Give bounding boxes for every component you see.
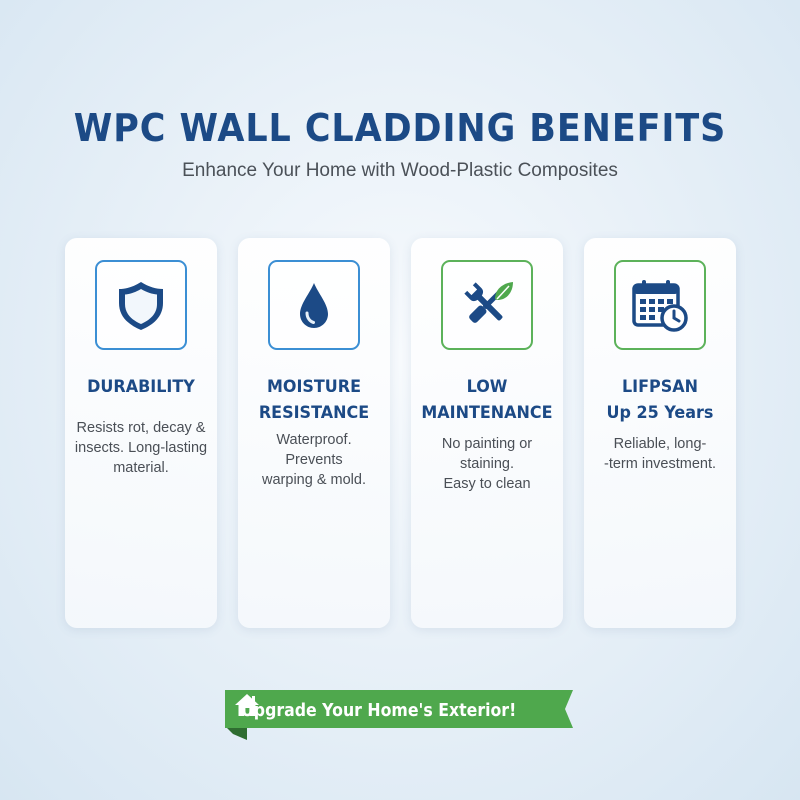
icon-box bbox=[614, 260, 706, 350]
card-title-line: RESISTANCE bbox=[258, 403, 370, 423]
card-title-line: MOISTURE bbox=[266, 377, 362, 397]
card-desc-line: Easy to clean bbox=[443, 476, 531, 492]
card-title: DURABILITY bbox=[70, 374, 213, 400]
card-title: LIFPSAN Up 25 Years bbox=[589, 374, 732, 426]
water-drop-icon bbox=[300, 283, 328, 328]
card-title: LOW MAINTENANCE bbox=[416, 374, 559, 426]
card-desc-line: material. bbox=[113, 460, 169, 476]
card-desc-line: insects. Long-lasting bbox=[74, 440, 208, 456]
card-title-line: LOW bbox=[466, 377, 508, 397]
card-title-line: DURABILITY bbox=[87, 377, 195, 397]
cta-label: Upgrade Your Home's Exterior! bbox=[241, 701, 517, 721]
card-desc-line: Prevents bbox=[285, 452, 343, 468]
card-title: MOISTURE RESISTANCE bbox=[243, 374, 386, 426]
benefit-card-low-maintenance: LOW MAINTENANCE No painting or staining.… bbox=[411, 238, 563, 628]
card-description: Resists rot, decay & insects. Long-lasti… bbox=[65, 418, 217, 478]
benefit-cards: DURABILITY Resists rot, decay & insects.… bbox=[65, 238, 737, 630]
cta-content: Upgrade Your Home's Exterior! bbox=[233, 692, 547, 730]
card-title-line: LIFPSAN bbox=[621, 377, 698, 397]
card-desc-line: No painting or bbox=[441, 436, 533, 452]
icon-box bbox=[95, 260, 187, 350]
page-subtitle: Enhance Your Home with Wood-Plastic Comp… bbox=[182, 160, 618, 181]
icon-box bbox=[441, 260, 533, 350]
card-desc-line: Resists rot, decay & bbox=[76, 420, 206, 436]
card-description: No painting or staining. Easy to clean bbox=[411, 434, 563, 494]
card-desc-line: Reliable, long- bbox=[613, 436, 707, 452]
benefit-card-moisture-resistance: MOISTURE RESISTANCE Waterproof. Prevents… bbox=[238, 238, 390, 628]
wrench-leaf-icon bbox=[464, 282, 513, 323]
card-desc-line: -term investment. bbox=[604, 456, 716, 472]
card-desc-line: Waterproof. bbox=[276, 432, 352, 448]
calendar-clock-icon bbox=[632, 280, 688, 332]
card-desc-line: staining. bbox=[459, 456, 514, 472]
card-title-line: MAINTENANCE bbox=[421, 403, 553, 423]
benefit-card-lifespan: LIFPSAN Up 25 Years Reliable, long- -ter… bbox=[584, 238, 736, 628]
page-title: WPC WALL CLADDING BENEFITS bbox=[73, 106, 727, 150]
card-title-line: Up 25 Years bbox=[606, 403, 714, 423]
card-description: Reliable, long- -term investment. bbox=[584, 434, 736, 474]
shield-icon bbox=[119, 282, 163, 330]
card-desc-line: warping & mold. bbox=[262, 472, 366, 488]
cta-banner[interactable]: Upgrade Your Home's Exterior! bbox=[225, 690, 585, 742]
ribbon-shape bbox=[225, 690, 573, 740]
icon-box bbox=[268, 260, 360, 350]
card-description: Waterproof. Prevents warping & mold. bbox=[238, 430, 390, 490]
home-icon bbox=[235, 694, 259, 716]
benefit-card-durability: DURABILITY Resists rot, decay & insects.… bbox=[65, 238, 217, 628]
